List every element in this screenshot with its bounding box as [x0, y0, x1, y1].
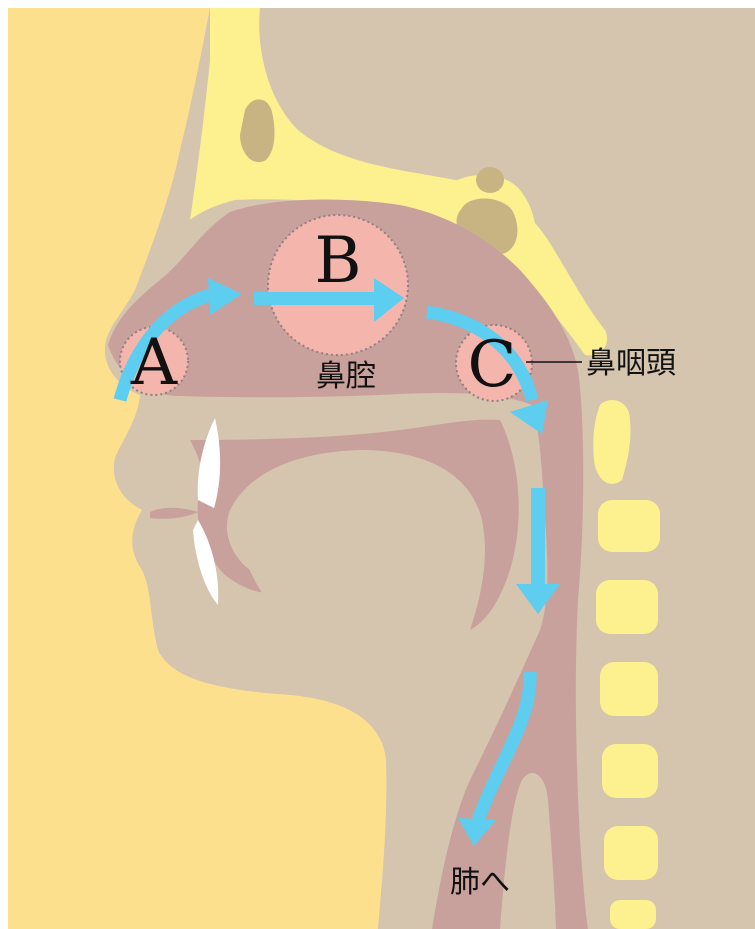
region-c-label: C	[468, 328, 517, 402]
region-b-label: B	[314, 224, 361, 298]
vertebra-c7	[610, 900, 656, 929]
nasal-cavity-caption: 鼻腔	[316, 359, 376, 394]
airflow-arrow-throat	[531, 488, 545, 586]
region-a-label: A	[130, 326, 178, 400]
ethmoid-sinus	[476, 167, 504, 193]
vertebra-c4	[600, 662, 658, 716]
to-lungs-caption: 肺へ	[450, 865, 510, 900]
vertebra-c2	[598, 500, 660, 552]
vertebra-c5	[602, 744, 658, 798]
nasopharynx-caption: 鼻咽頭	[586, 346, 676, 381]
vertebra-c6	[604, 826, 658, 880]
vertebra-c3	[596, 580, 658, 634]
